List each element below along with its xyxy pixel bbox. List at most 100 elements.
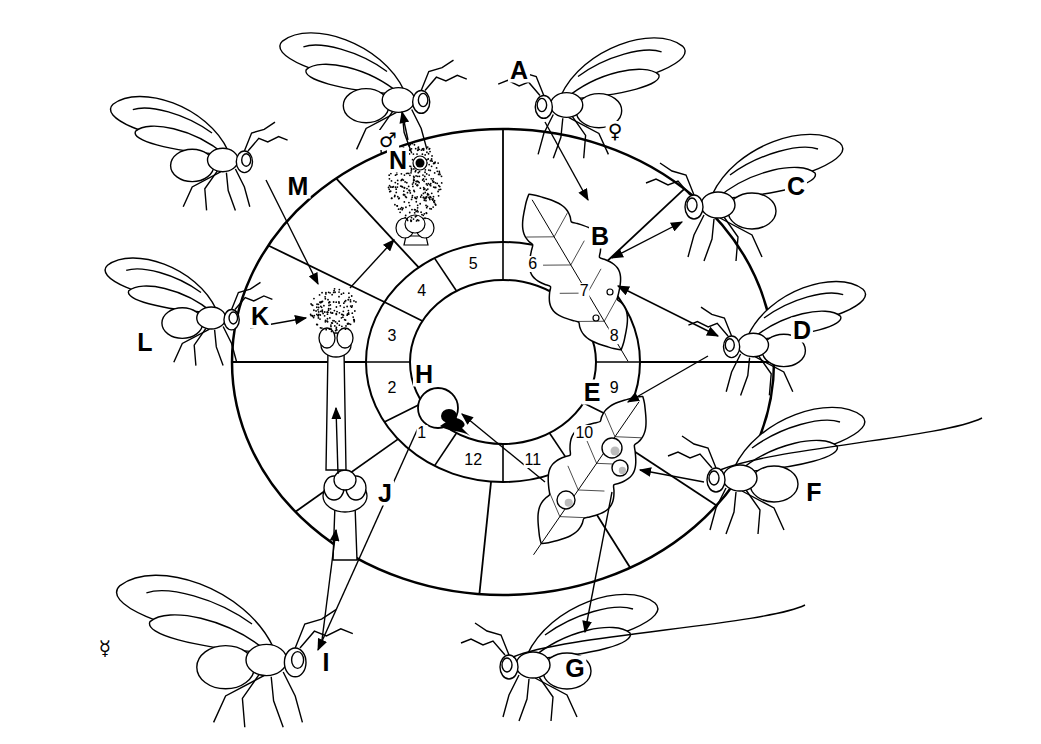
month-number: 2 <box>386 380 397 396</box>
stage-divider <box>295 439 398 512</box>
hair-dot <box>441 175 443 177</box>
hair-dot <box>339 305 341 307</box>
hair-dot <box>420 196 422 198</box>
wasp-figure <box>646 134 843 261</box>
wasp-thorax <box>701 192 735 218</box>
leaf-gall <box>612 460 628 476</box>
hair-dot <box>321 301 323 303</box>
hair-dot <box>329 301 331 303</box>
hair-dot <box>353 319 355 321</box>
hair-dot <box>412 186 414 188</box>
hair-dot <box>336 306 338 308</box>
hair-dot <box>394 204 396 206</box>
hair-dot <box>312 304 314 306</box>
hair-dot <box>432 180 434 182</box>
hair-dot <box>347 310 349 312</box>
bud-scale <box>405 215 425 233</box>
hair-dot <box>348 297 350 299</box>
hair-dot <box>412 183 414 185</box>
cycle-arrow <box>628 356 708 402</box>
wasp-antenna <box>295 610 336 648</box>
hair-dot <box>416 215 418 217</box>
hair-dot <box>411 196 413 198</box>
hair-dot <box>312 315 314 317</box>
hair-dot <box>414 197 416 199</box>
month-number: 9 <box>609 380 620 396</box>
hair-dot <box>318 317 320 319</box>
hair-dot <box>319 301 321 303</box>
hair-dot <box>432 178 434 180</box>
hair-dot <box>335 328 337 330</box>
hair-dot <box>333 320 335 322</box>
hair-dot <box>316 303 318 305</box>
egg-dot <box>593 315 599 321</box>
wasp-wing <box>531 627 630 659</box>
oak-leaf <box>534 396 647 554</box>
cycle-arrow <box>322 530 336 640</box>
hair-dot <box>421 149 423 151</box>
wasp-figure <box>117 575 353 727</box>
hair-dot <box>326 320 328 322</box>
hair-dot <box>321 301 323 303</box>
egg-dot <box>607 289 613 295</box>
month-number: 7 <box>579 283 590 299</box>
hair-dot <box>389 191 391 193</box>
hair-dot <box>330 308 332 310</box>
wasp-thorax <box>382 88 414 113</box>
wasp-figure <box>461 594 805 721</box>
month-divider <box>435 433 457 466</box>
hair-dot <box>343 306 345 308</box>
month-number: 6 <box>527 256 538 272</box>
bud-scale <box>337 328 353 348</box>
month-divider <box>384 302 422 321</box>
wasp-antenna <box>498 80 540 95</box>
wasp-wing <box>149 615 268 653</box>
hair-dot <box>327 321 329 323</box>
stage-divider <box>502 129 504 242</box>
leaf-midrib <box>534 402 640 555</box>
stage-letter: I <box>321 650 332 675</box>
wasp-head <box>724 336 740 358</box>
month-number: 1 <box>416 425 427 441</box>
hair-dot <box>319 314 321 316</box>
hair-dot <box>439 172 441 174</box>
hair-dot <box>322 300 324 302</box>
hair-dot <box>328 305 330 307</box>
hair-dot <box>417 207 419 209</box>
leaf-vein <box>571 241 584 265</box>
hair-dot <box>345 319 347 321</box>
hair-dot <box>417 184 419 186</box>
hair-dot <box>335 321 337 323</box>
hair-dot <box>431 165 433 167</box>
wasp-eye <box>502 658 512 672</box>
hair-dot <box>415 201 417 203</box>
month-divider <box>435 258 457 291</box>
hair-dot <box>395 188 397 190</box>
hair-dot <box>431 192 433 194</box>
hair-dot <box>396 205 398 207</box>
wasp-thorax <box>246 644 287 675</box>
hair-dot <box>330 312 332 314</box>
wasp-wing <box>738 440 837 472</box>
wasp-figure <box>280 33 467 153</box>
hair-dot <box>404 174 406 176</box>
leaf-vein <box>604 297 617 321</box>
hairy-gall <box>310 288 357 332</box>
hair-dot <box>407 192 409 194</box>
hair-dot <box>428 174 430 176</box>
long-antenna <box>513 605 805 657</box>
stage-divider <box>640 361 774 363</box>
wasp-eye <box>687 198 697 212</box>
hair-dot <box>338 296 340 298</box>
wasp-thorax <box>516 652 550 678</box>
cycle-arrow <box>640 470 704 482</box>
wasp-thorax <box>197 307 226 329</box>
hair-dot <box>331 294 333 296</box>
stage-divider <box>232 361 366 363</box>
wasp-wing <box>135 126 224 154</box>
bud-scale <box>319 328 335 348</box>
hair-dot <box>414 212 416 214</box>
wasp-head <box>707 468 725 492</box>
hair-dot <box>396 205 398 207</box>
